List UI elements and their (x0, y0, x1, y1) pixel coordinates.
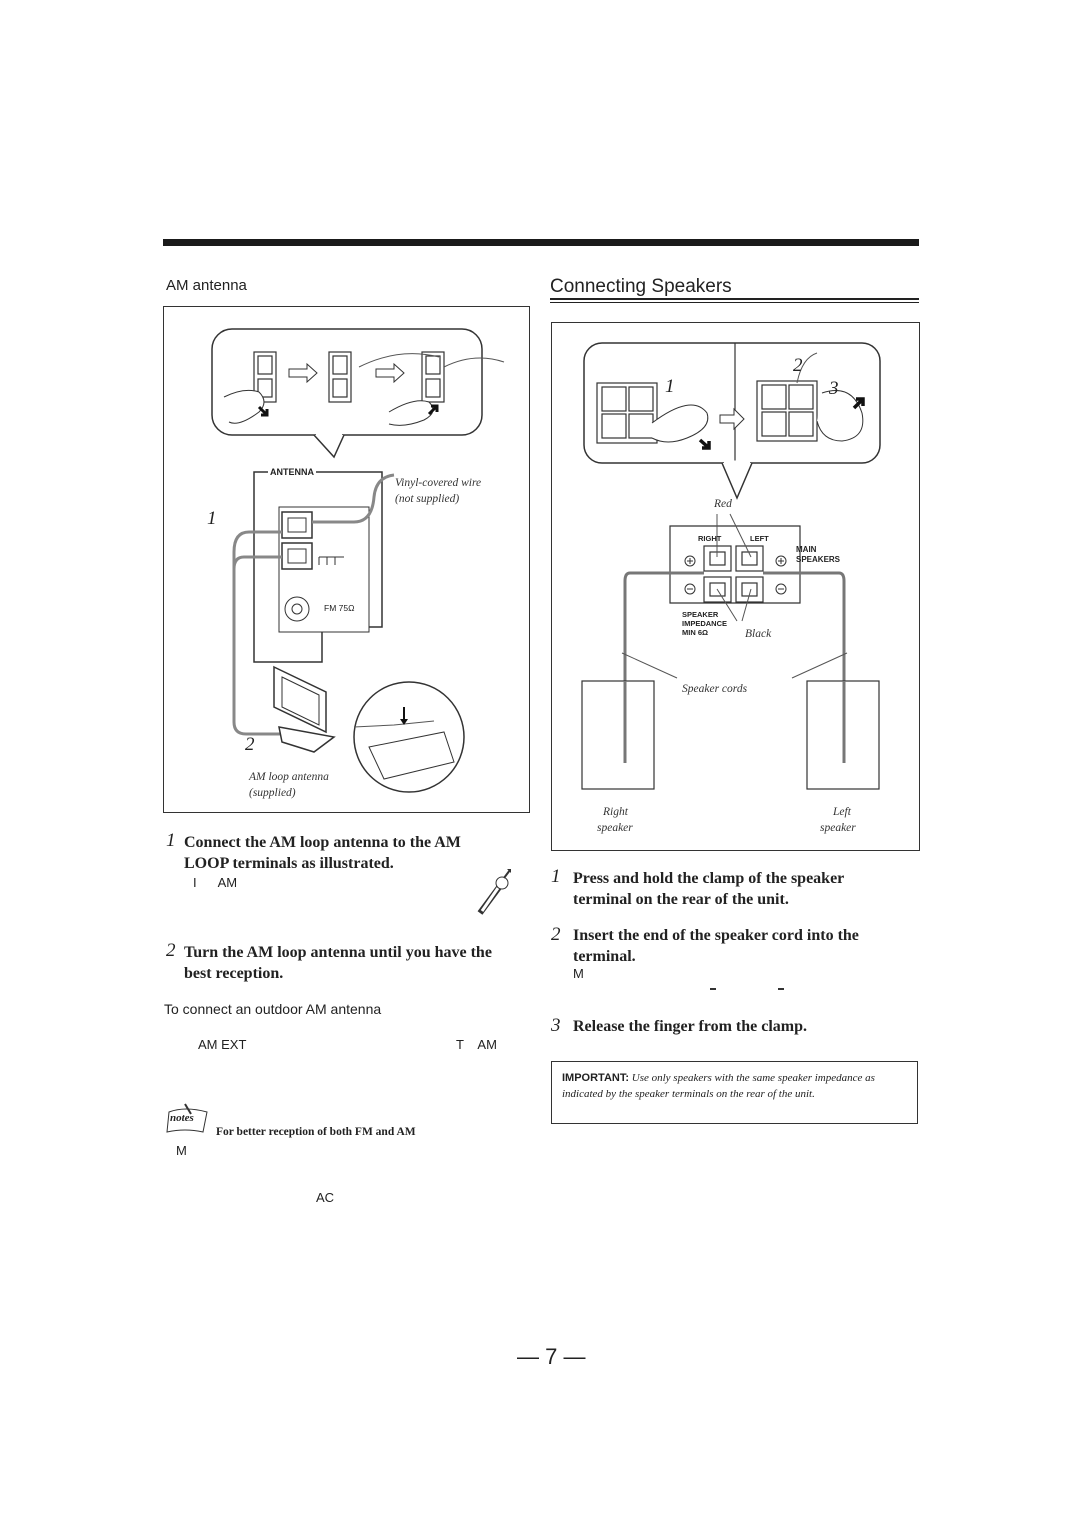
left-step-1-line1: Connect the AM loop antenna to the AM (184, 834, 461, 851)
left-step-2-line2: best reception. (184, 965, 284, 982)
speaker-illustration (581, 342, 881, 790)
speaker-impedance-1: SPEAKER (682, 610, 719, 619)
am-antenna-illustration (211, 328, 505, 793)
left-speaker-caption-2: speaker (820, 822, 856, 834)
right-step-1-line2: terminal on the rear of the unit. (573, 891, 789, 908)
vinyl-wire-caption: Vinyl-covered wire (395, 477, 482, 489)
supplied-caption: (supplied) (249, 787, 296, 799)
right-step-3-number: 3 (551, 1015, 561, 1036)
right-terminal-label: RIGHT (698, 534, 722, 543)
fig-step-1: 1 (207, 508, 217, 529)
fig-step-1: 1 (665, 376, 675, 397)
am-loop-caption: AM loop antenna (249, 771, 329, 783)
black-caption: Black (745, 628, 772, 640)
left-terminal-label: LEFT (750, 534, 769, 543)
outdoor-sub-am: T AM (456, 1037, 497, 1052)
left-speaker-caption-1: Left (833, 806, 851, 818)
notes-text: For better reception of both FM and AM (216, 1126, 416, 1138)
notes-icon (166, 1103, 208, 1133)
left-step-1-sub: I AM (193, 875, 238, 890)
right-step-2-number: 2 (551, 924, 561, 945)
left-step-2-line1: Turn the AM loop antenna until you have … (184, 944, 492, 961)
right-step-1-line1: Press and hold the clamp of the speaker (573, 870, 845, 887)
important-box: IMPORTANT: Use only speakers with the sa… (551, 1061, 918, 1124)
main-label: MAIN (796, 545, 817, 554)
right-speaker-caption-2: speaker (597, 822, 633, 834)
antenna-label: ANTENNA (268, 467, 316, 477)
connecting-speakers-heading: Connecting Speakers (550, 276, 732, 297)
right-step-2-line1: Insert the end of the speaker cord into … (573, 927, 859, 944)
speakers-label: SPEAKERS (796, 555, 841, 564)
fig-step-3: 3 (829, 378, 839, 399)
right-step-1-number: 1 (551, 866, 561, 887)
screwdriver-icon (477, 869, 511, 915)
right-step-3-line1: Release the finger from the clamp. (573, 1018, 808, 1035)
fm-75-label: FM 75Ω (324, 603, 355, 613)
heading-rule (550, 298, 919, 300)
fig-step-2: 2 (245, 734, 255, 755)
heading-rule-thin (550, 302, 919, 303)
notes-sub-1: M (176, 1143, 187, 1158)
page-number: — 7 — (517, 1344, 586, 1369)
important-text: Use only speakers with the same speaker … (562, 1072, 875, 1100)
left-step-1-line2: LOOP terminals as illustrated. (184, 855, 394, 872)
outdoor-antenna-heading: To connect an outdoor AM antenna (164, 1001, 382, 1017)
am-antenna-heading: AM antenna (166, 277, 247, 294)
red-caption: Red (714, 498, 732, 510)
right-step-2-line2: terminal. (573, 948, 636, 965)
outdoor-sub-am-ext: AM EXT (198, 1037, 247, 1052)
important-label: IMPORTANT: (562, 1072, 630, 1084)
speaker-impedance-3: MIN 6Ω (682, 628, 709, 637)
speaker-cords-caption: Speaker cords (682, 683, 748, 695)
right-speaker-caption-1: Right (603, 806, 628, 818)
dash-mark (778, 988, 784, 990)
left-step-2-number: 2 (166, 940, 176, 961)
top-rule (163, 239, 919, 246)
not-supplied-caption: (not supplied) (395, 493, 460, 505)
notes-sub-2: AC (316, 1190, 335, 1205)
speaker-figure: 1 2 3 Red RIGHT LEFT MAIN SPEAKERS SPEAK… (551, 322, 920, 851)
fig-step-2: 2 (793, 355, 803, 376)
dash-mark (710, 988, 716, 990)
right-step-2-sub: M (573, 966, 584, 981)
am-antenna-figure: ANTENNA Vinyl-covered wire (not supplied… (163, 306, 530, 813)
speaker-impedance-2: IMPEDANCE (682, 619, 728, 628)
left-step-1-number: 1 (166, 830, 176, 851)
notes-label: notes (170, 1112, 194, 1124)
